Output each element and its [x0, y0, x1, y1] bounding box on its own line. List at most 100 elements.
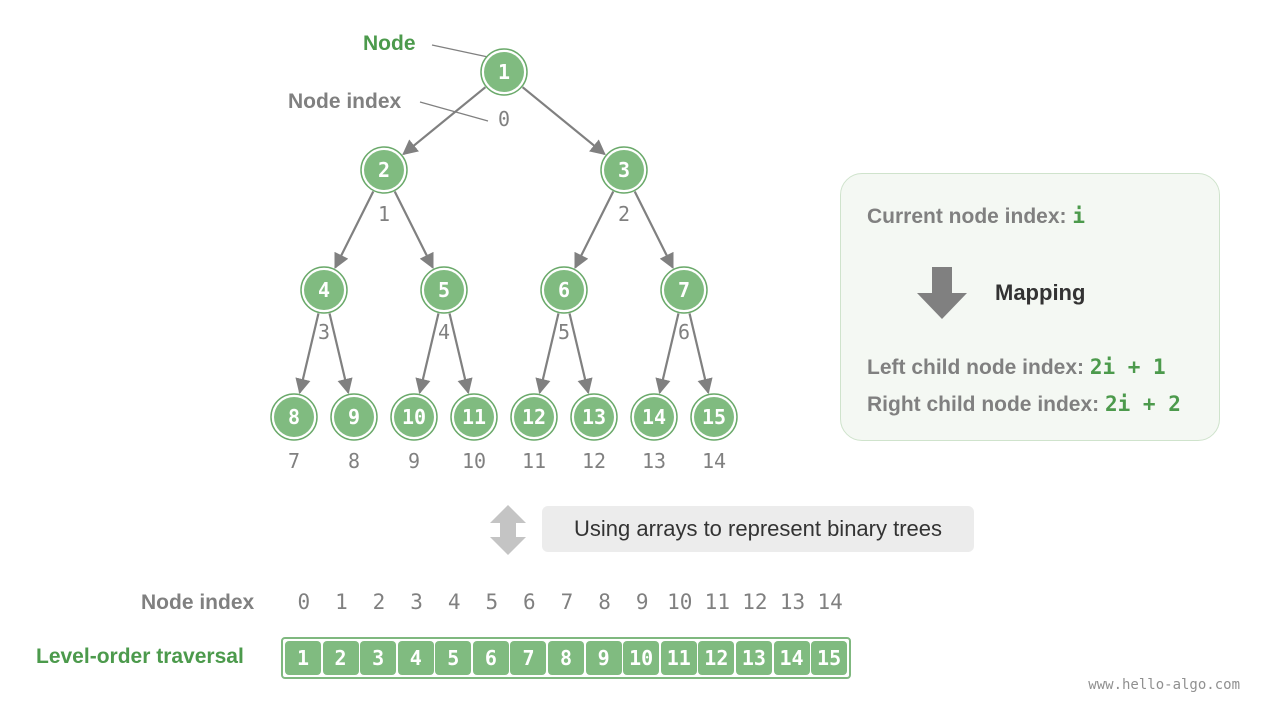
tree-node-value: 1 [498, 60, 510, 84]
tree-node-value: 13 [582, 405, 606, 429]
tree-node-index: 3 [318, 320, 330, 344]
tree-node [484, 52, 524, 92]
tree-node [424, 270, 464, 310]
array-cell: 8 [548, 641, 585, 675]
tree-node [604, 150, 644, 190]
tree-node-value: 10 [402, 405, 426, 429]
array-index-value: 11 [704, 590, 730, 614]
tree-node-value: 5 [438, 278, 450, 302]
tree-edge [448, 313, 473, 395]
tree-node [694, 397, 734, 437]
tree-node-index: 1 [378, 202, 390, 226]
tree-node [334, 397, 374, 437]
array-cell: 2 [322, 641, 359, 675]
array-cell: 6 [472, 641, 509, 675]
current-index-label: Current node index: [867, 205, 1073, 228]
mapping-panel: Current node index: i Mapping Left child… [840, 173, 1220, 441]
node-callout-line [431, 44, 489, 58]
array-index-value: 4 [447, 590, 461, 614]
tree-node [394, 397, 434, 437]
array-cell: 12 [698, 641, 735, 675]
array-cell: 11 [660, 641, 697, 675]
tree-node-value: 2 [378, 158, 390, 182]
right-child-code: 2i + 2 [1105, 392, 1181, 416]
array-index-value: 0 [297, 590, 311, 614]
tree-node-value: 4 [318, 278, 330, 302]
tree-node-value: 14 [642, 405, 666, 429]
array-cell: 15 [811, 641, 848, 675]
array-cell: 4 [397, 641, 434, 675]
array-cell: 5 [435, 641, 472, 675]
tree-node [274, 397, 314, 437]
tree-node-index: 5 [558, 320, 570, 344]
tree-edge [633, 190, 674, 270]
array-cell: 14 [773, 641, 810, 675]
tree-node-index: 14 [702, 449, 726, 473]
mapping-down-arrow-icon [917, 267, 967, 319]
array-index-value: 7 [560, 590, 574, 614]
left-child-row: Left child node index: 2i + 1 [867, 355, 1166, 380]
tree-node [454, 397, 494, 437]
node-annotation-label: Node [363, 32, 416, 55]
tree-node-value: 7 [678, 278, 690, 302]
tree-node [574, 397, 614, 437]
tree-node [544, 270, 584, 310]
array-index-label: Node index [141, 591, 255, 614]
left-child-label: Left child node index: [867, 356, 1090, 379]
node-index-annotation-label: Node index [288, 90, 402, 113]
tree-node-index: 7 [288, 449, 300, 473]
tree-node-index: 12 [582, 449, 606, 473]
tree-edge [521, 86, 606, 156]
tree-node [304, 270, 344, 310]
tree-node-index: 4 [438, 320, 450, 344]
tree-edge [393, 190, 434, 270]
array-index-value: 13 [779, 590, 806, 614]
tree-node [664, 270, 704, 310]
current-index-code: i [1072, 204, 1086, 228]
tree-node-value: 3 [618, 158, 630, 182]
bidirectional-arrow-icon [490, 505, 526, 555]
tree-edge [295, 313, 320, 395]
array-index-value: 8 [598, 590, 611, 614]
array-cell: 13 [735, 641, 772, 675]
array-index-value: 14 [817, 590, 843, 614]
tree-edge [402, 86, 487, 156]
tree-edge [328, 313, 353, 395]
traversal-label: Level-order traversal [36, 645, 244, 668]
array-index-value: 6 [523, 590, 536, 614]
tree-node [364, 150, 404, 190]
array-index-value: 1 [335, 590, 348, 614]
tree-node-index: 0 [498, 107, 510, 131]
tree-node-value: 11 [462, 405, 486, 429]
array-cell: 7 [510, 641, 547, 675]
tree-node-value: 15 [702, 405, 726, 429]
array-index-value: 3 [410, 590, 423, 614]
array-index-value: 5 [485, 590, 499, 614]
tree-node-value: 12 [522, 405, 546, 429]
tree-node-index: 13 [642, 449, 666, 473]
left-child-code: 2i + 1 [1089, 355, 1166, 379]
current-index-row: Current node index: i [867, 204, 1085, 229]
right-child-row: Right child node index: 2i + 2 [867, 392, 1181, 417]
tree-edge [334, 190, 375, 270]
array-cell: 1 [285, 641, 321, 675]
array-index-value: 10 [667, 590, 693, 614]
tree-node-value: 8 [288, 405, 300, 429]
tree-node-index: 8 [348, 449, 360, 473]
tree-node-value: 6 [558, 278, 570, 302]
right-child-label: Right child node index: [867, 393, 1105, 416]
array-index-value: 9 [635, 590, 649, 614]
tree-edge [535, 313, 560, 395]
array-cell: 10 [623, 641, 660, 675]
array-index-value: 12 [742, 590, 768, 614]
caption-box: Using arrays to represent binary trees [542, 506, 974, 552]
tree-node-index: 11 [522, 449, 546, 473]
tree-node-index: 10 [462, 449, 486, 473]
tree-node-value: 9 [348, 405, 360, 429]
tree-node-index: 2 [618, 202, 630, 226]
tree-edge [655, 313, 680, 395]
tree-node [634, 397, 674, 437]
